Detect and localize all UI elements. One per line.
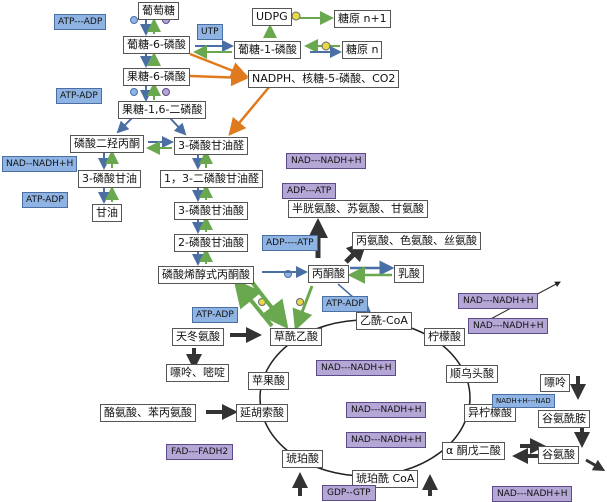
cofactor-nad-isocitrate-2: NAD---NADH+H (346, 432, 427, 448)
node-acetyl-coa: 乙酰-CoA (356, 312, 412, 330)
node-glucose-6-phosphate: 葡糖-6-磷酸 (123, 36, 190, 54)
node-malate: 苹果酸 (248, 372, 289, 390)
node-isocitrate: 异柠檬酸 (464, 404, 516, 422)
node-glutamate: 谷氨酸 (538, 446, 579, 464)
node-oxaloacetate: 草酰乙酸 (270, 328, 322, 346)
node-purine-pyrimidine: 嘌呤、嘧啶 (166, 364, 229, 382)
cofactor-nad-glycerol: NAD--NADH+H (2, 156, 78, 172)
cofactor-nad-isocitrate-1: NAD---NADH+H (346, 402, 427, 418)
node-glycerol-3-phosphate: 3-磷酸甘油 (78, 170, 141, 188)
cofactor-markers (130, 16, 304, 306)
node-2-phosphoglycerate: 2-磷酸甘油酸 (174, 234, 248, 252)
cofactor-adp-atp-pk: ADP----ATP (262, 235, 318, 251)
cofactor-atp-adp-pc: ATP-ADP (322, 296, 368, 312)
node-fructose-6-phosphate: 果糖-6-磷酸 (123, 68, 190, 86)
node-lactate: 乳酸 (394, 265, 424, 283)
cofactor-nadh-glutamate: NADH+H---NAD (492, 394, 555, 408)
node-cis-aconitate: 顺乌头酸 (446, 365, 498, 383)
node-fructose-1-6-bisphosphate: 果糖-1,6-二磷酸 (118, 101, 207, 119)
cofactor-nad-pdh: NAD---NADH+H (458, 293, 539, 309)
node-pyruvate: 丙酮酸 (308, 265, 349, 283)
node-ppp-products: NADPH、核糖-5-磷酸、CO2 (248, 70, 400, 88)
glycogen-arrows (193, 11, 342, 59)
cofactor-gdp-gtp: GDP--GTP (322, 485, 376, 501)
cofactor-atp-adp-pepck: ATP-ADP (192, 307, 238, 323)
cofactor-atp-adp-hexokinase: ATP---ADP (54, 14, 107, 30)
node-tyr-phe: 酪氨酸、苯丙氨酸 (100, 404, 196, 422)
node-purine: 嘌呤 (540, 374, 570, 392)
cofactor-nad-malate: NAD---NADH+H (316, 360, 397, 376)
node-succinyl-coa: 琥珀酰 CoA (352, 470, 419, 488)
node-succinate: 琥珀酸 (282, 450, 323, 468)
node-udpg: UDPG (252, 8, 292, 26)
pentose-phosphate-arrows (189, 52, 271, 136)
node-pep: 磷酸烯醇式丙酮酸 (158, 266, 254, 284)
pyruvate-arrows (233, 218, 395, 331)
cofactor-atp-adp-glycerol: ATP-ADP (22, 192, 68, 208)
cofactor-utp: UTP (197, 24, 223, 40)
node-alpha-ketoglutarate: α 酮戊二酸 (442, 442, 505, 460)
cofactor-adp-atp-pgk: ADP---ATP (282, 183, 337, 199)
cofactor-nad-citrate: NAD---NADH+H (468, 318, 549, 334)
node-fumarate: 延胡索酸 (236, 404, 288, 422)
node-glutamine: 谷氨酰胺 (538, 410, 590, 428)
node-cys-thr-gly: 半胱氨酸、苏氨酸、甘氨酸 (288, 200, 428, 218)
node-citrate: 柠檬酸 (424, 328, 465, 346)
node-3-phosphoglycerate: 3-磷酸甘油酸 (174, 202, 248, 220)
node-glucose-1-phosphate: 葡糖-1-磷酸 (234, 41, 301, 59)
node-1-3-bisphosphoglycerate: 1，3-二磷酸甘油醛 (160, 170, 263, 188)
node-glyceraldehyde-3-phosphate: 3-磷酸甘油醛 (174, 137, 248, 155)
node-aspartate: 天冬氨酸 (172, 328, 224, 346)
cofactor-fad: FAD---FADH2 (166, 444, 234, 460)
node-ala-trp-ser: 丙氨酸、色氨酸、丝氨酸 (352, 232, 481, 250)
node-glycogen-n: 糖原 n (342, 41, 383, 59)
cofactor-atp-adp-pfk: ATP-ADP (56, 88, 102, 104)
node-glycogen-n1: 糖原 n+1 (334, 10, 391, 28)
cofactor-nad-g3p: NAD---NADH+H (286, 153, 367, 169)
node-glycerol: 甘油 (92, 204, 122, 222)
node-glucose: 葡萄糖 (138, 2, 179, 20)
node-dhap: 磷酸二羟丙酮 (70, 135, 144, 153)
